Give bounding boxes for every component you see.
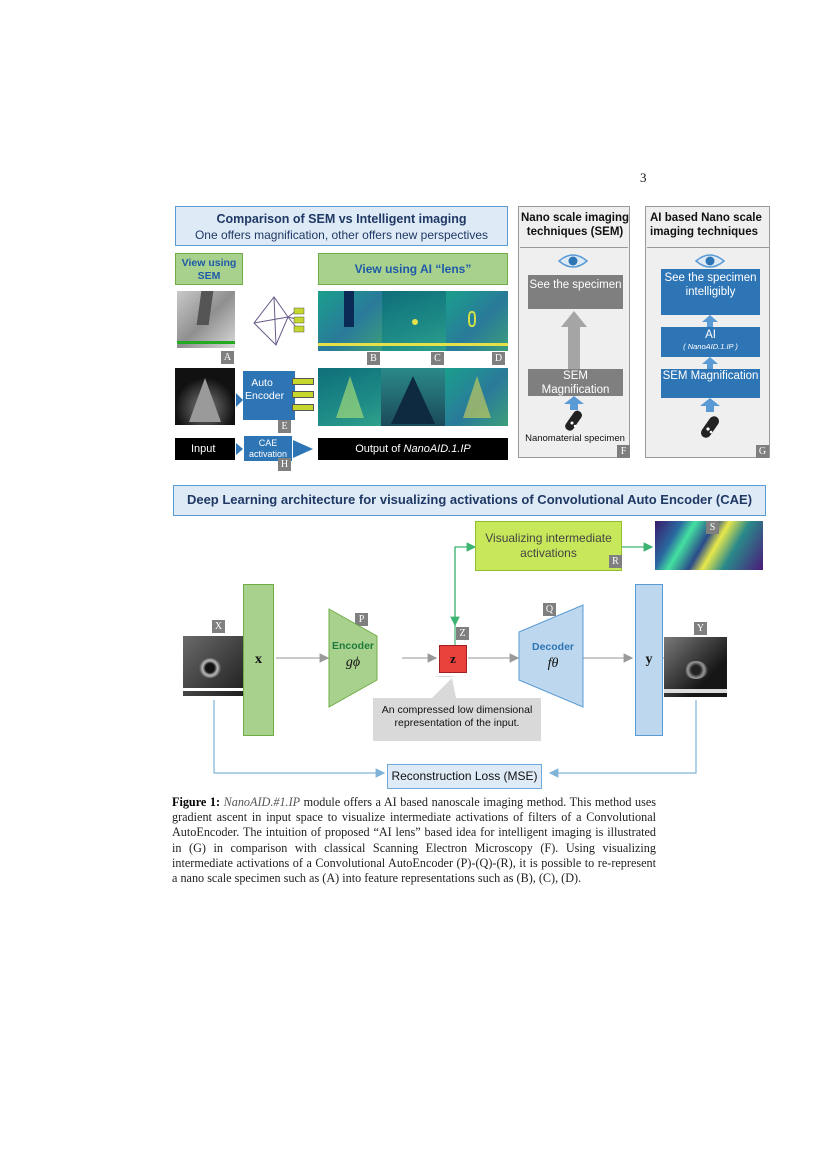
feature-map-icon [292,378,314,385]
caption-text: module offers a AI based nanoscale imagi… [172,795,656,886]
cae-activation-box: CAE activation [244,436,292,461]
tag-a: A [221,351,234,364]
ai-sem-magnification-box: SEM Magnification [661,369,760,398]
tag-e: E [278,420,291,433]
view-ai-label: View using AI “lens” [318,253,508,285]
tag-p: P [355,613,368,626]
tag-h: H [278,458,291,471]
tag-b: B [367,352,380,365]
comparison-header: Comparison of SEM vs Intelligent imaging… [175,206,508,246]
specimen-label: Nanomaterial specimen [525,433,625,444]
tag-d: D [492,352,505,365]
input-layer-x: x [243,584,274,736]
see-intelligibly-box: See the specimen intelligibly [661,269,760,315]
tag-s: S [706,521,719,534]
see-specimen-box: See the specimen [528,275,623,309]
architecture-title: Deep Learning architecture for visualizi… [173,485,766,516]
arrow-right-icon [236,393,243,407]
tag-g: G [756,445,769,458]
visualizing-activations-box: Visualizing intermediate activations [475,521,622,571]
input-box: Input [175,438,235,460]
ai-label: AI [705,329,716,341]
eye-icon [557,254,589,268]
test-tube-icon [700,416,720,438]
ai-box: AI ( NanoAID.1.IP ) [661,327,760,357]
arrow-up-icon [702,357,718,369]
tag-z: Z [456,627,469,640]
reconstruction-loss-box: Reconstruction Loss (MSE) [387,764,542,789]
ai-name-label: ( NanoAID.1.IP ) [683,342,738,351]
input-image-x [183,636,243,696]
encoder-trapezoid [328,608,378,708]
caption-module: NanoAID.#1.IP [223,795,301,809]
architecture-connectors [213,542,697,778]
output-box: Output of NanoAID.1.IP [318,438,508,460]
encoder-label: Encoder [331,640,374,652]
decoder-trapezoid [518,604,584,708]
output-image-y [664,637,727,697]
decoder-function: fθ [547,656,559,671]
callout-bubble [373,676,541,741]
view-sem-label: View using SEM [175,253,243,285]
eye-icon [694,254,726,268]
arrow-up-icon [564,396,584,410]
activation-image-cone-3 [445,368,508,426]
output-prefix: Output of [355,443,404,455]
neural-network-icon [253,296,305,346]
test-tube-icon [565,410,583,431]
tag-c: C [431,352,444,365]
arrow-right-icon [293,440,313,458]
ai-panel-title: AI based Nano scale imaging techniques [650,212,762,238]
sem-technique-panel: Nano scale imaging techniques (SEM) See … [518,206,630,458]
sem-magnification-box: SEM Magnification [528,369,623,396]
activation-image-c [382,291,446,351]
sem-image-a [177,291,235,348]
arrow-up-icon [702,315,718,327]
latent-z: z [439,645,467,673]
feature-map-icon [292,391,314,398]
tag-x: X [212,620,225,633]
caption-label: Figure 1: [172,795,221,809]
comparison-title: Comparison of SEM vs Intelligent imaging [216,212,467,226]
decoder-label: Decoder [531,641,574,653]
activation-image-d [446,291,508,351]
tag-y: Y [694,622,707,635]
activation-image-cone-1 [318,368,381,426]
tag-f: F [617,445,630,458]
activation-image-b [318,291,382,351]
ai-technique-panel: AI based Nano scale imaging techniques S… [645,206,770,458]
encoder-function: gϕ [345,655,361,670]
page-number: 3 [640,170,647,185]
activation-image-cone-2 [381,368,445,426]
tag-r: R [609,555,622,568]
comparison-subtitle: One offers magnification, other offers n… [194,228,489,242]
output-name: NanoAID.1.IP [403,443,471,455]
output-layer-y: y [635,584,663,736]
arrow-up-icon [700,398,720,412]
auto-encoder-label: Auto Encoder [245,377,285,402]
sem-panel-title: Nano scale imaging techniques (SEM) [521,212,630,238]
arrow-right-icon [236,443,243,455]
auto-encoder-box: Auto Encoder [243,371,295,420]
sem-image-cone [175,368,235,425]
feature-map-icon [292,404,314,411]
tag-q: Q [543,603,556,616]
figure-caption: Figure 1: NanoAID.#1.IP module offers a … [172,795,656,886]
arrow-up-icon [561,311,587,369]
callout-text: An compressed low dimensional representa… [381,704,533,729]
